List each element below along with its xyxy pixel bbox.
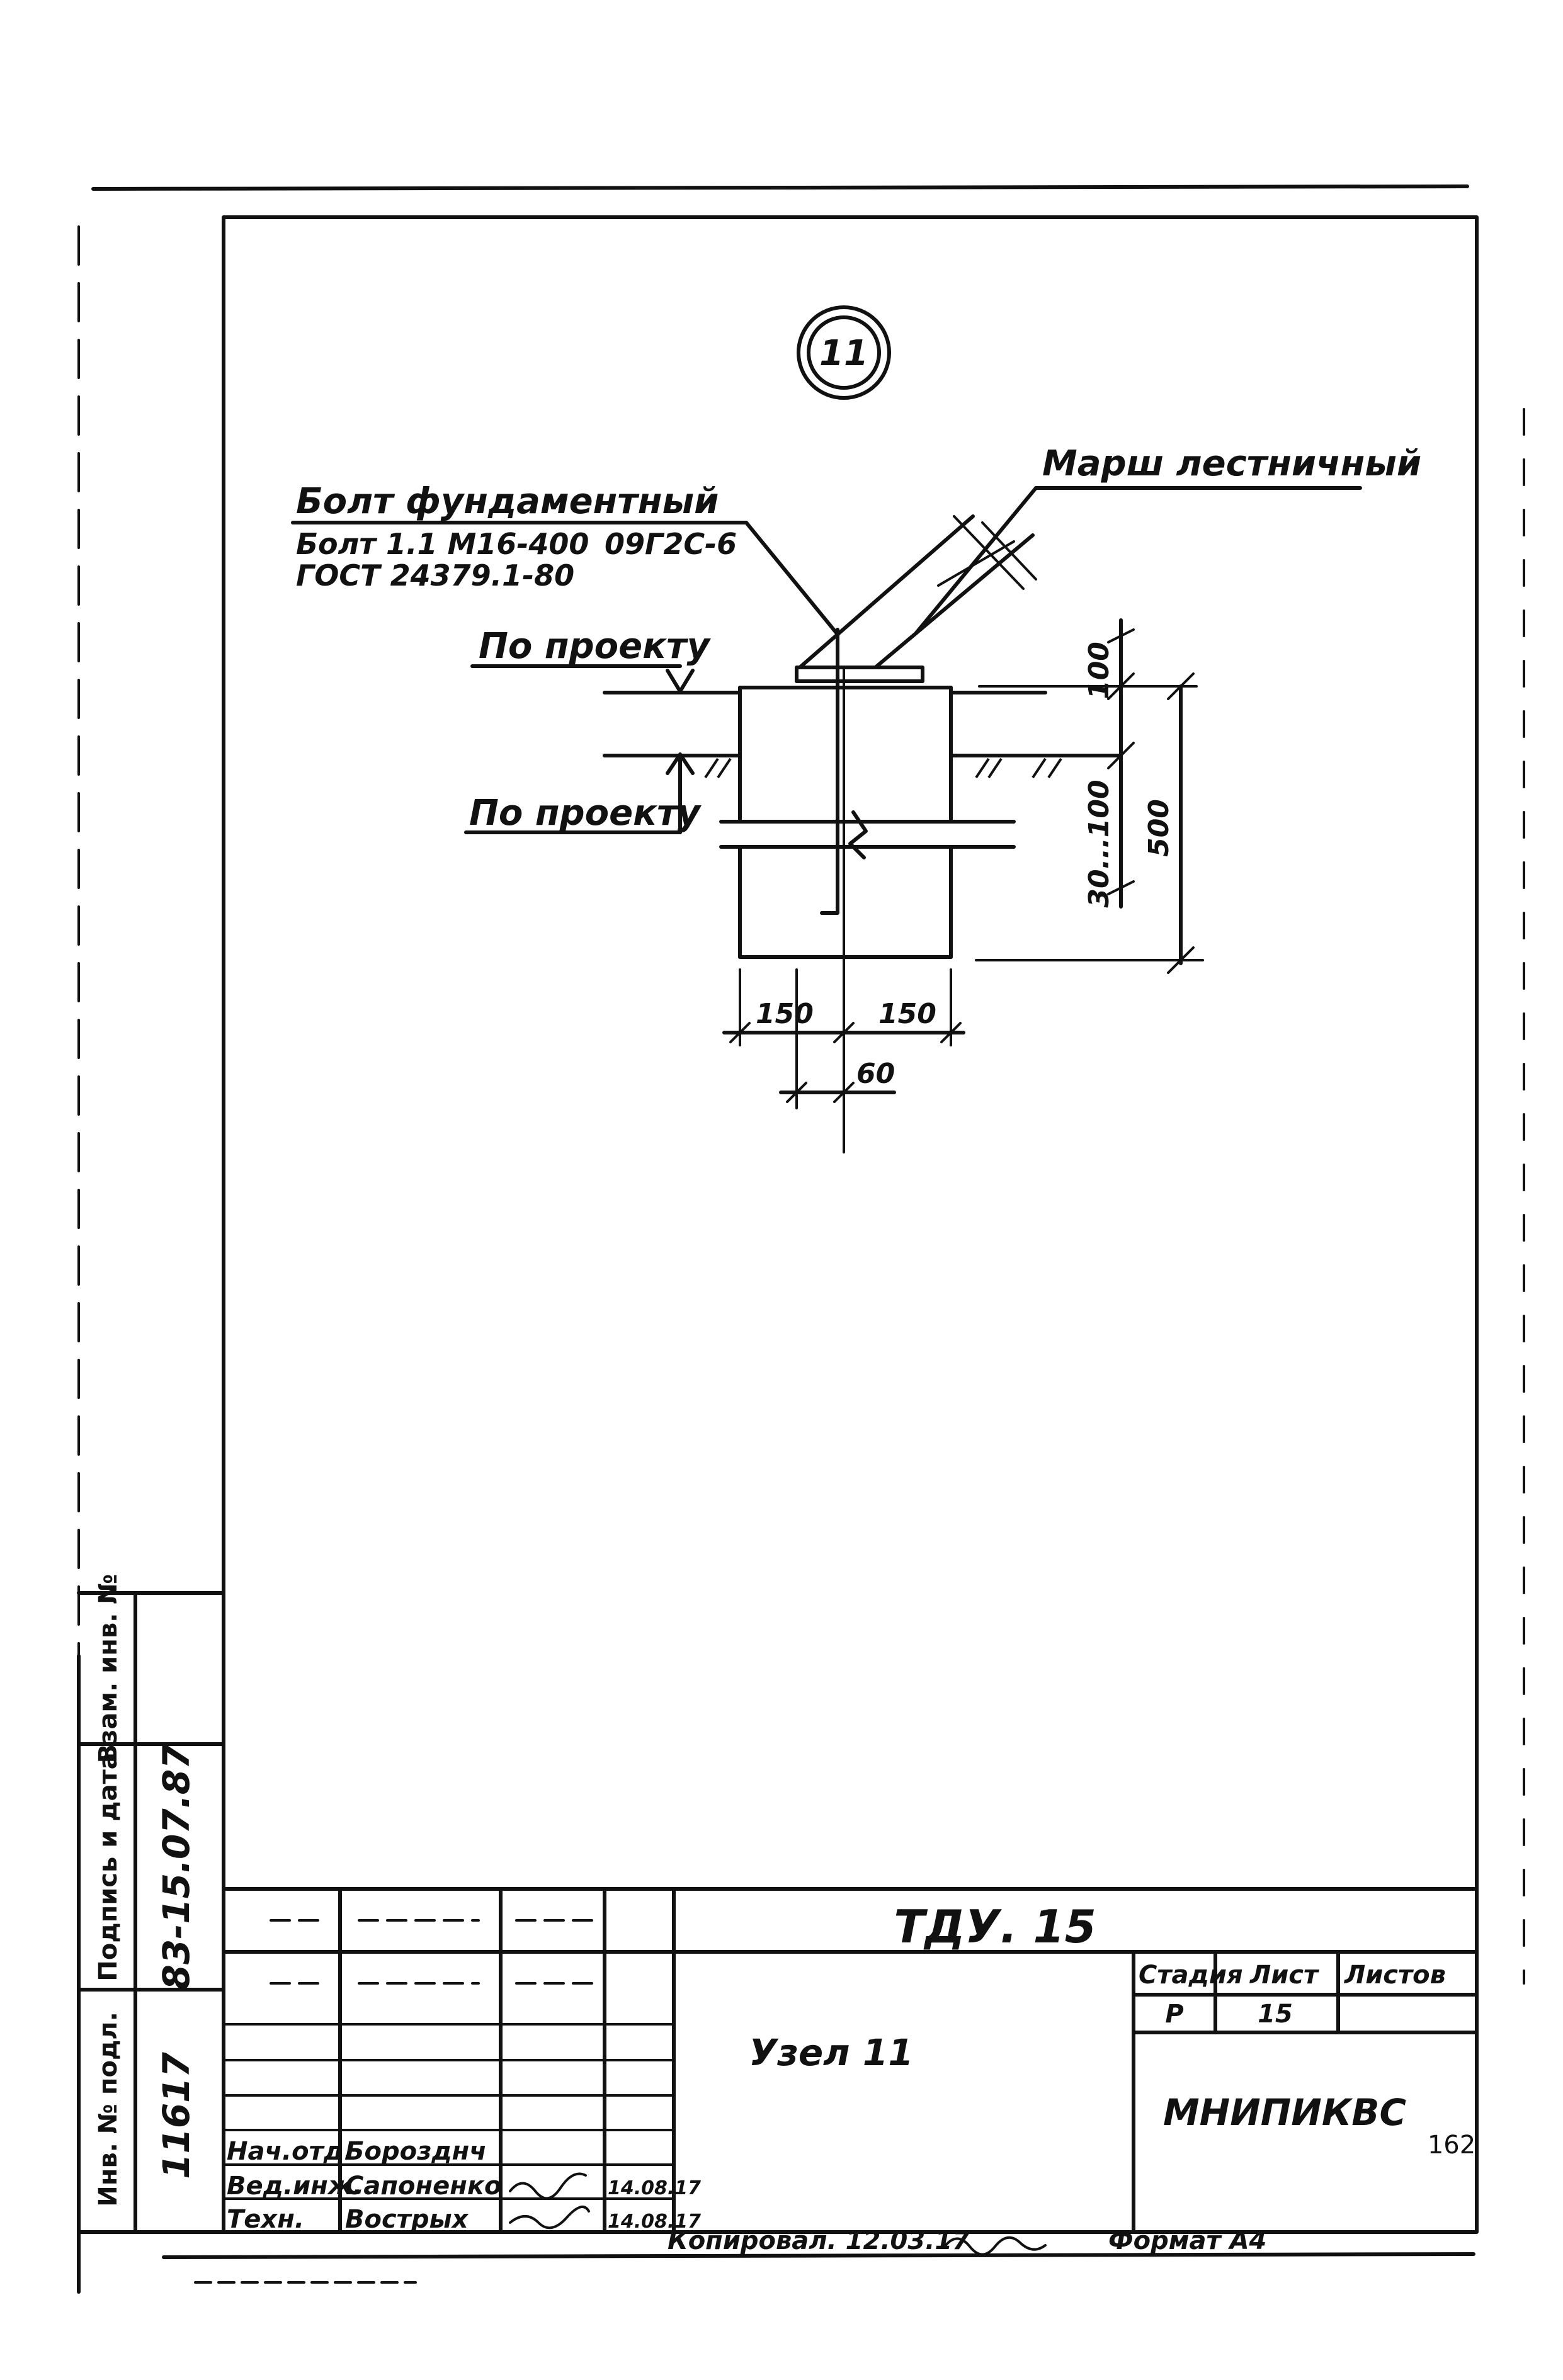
role-head: Нач.отд.: [227, 2137, 353, 2166]
stair-flight: [798, 514, 1037, 669]
ground-line: [603, 754, 1123, 779]
side-stamp: [77, 1591, 225, 2234]
dim-left-label: 150: [756, 998, 814, 1030]
dim-vertical-inner: 100 30...100: [978, 618, 1198, 909]
dim-vertical-outer: 500: [975, 672, 1204, 974]
drawing-frame: [222, 215, 1479, 2234]
stair-leader: [914, 486, 1038, 635]
stage-value: Р: [1165, 2000, 1183, 2029]
name-lead: Сапоненко: [345, 2172, 502, 2201]
level-bottom-label: По проекту: [469, 793, 702, 834]
bolt-spec-line1: Болт 1.1 М16-400: [296, 527, 589, 561]
copied-note: Копировал. 12.03.17: [668, 2226, 970, 2255]
footer-rule: [162, 2252, 1475, 2259]
sign-label: Подпись и дата: [94, 1752, 123, 1981]
page-number: 162: [1428, 2131, 1475, 2160]
foundation: [719, 686, 1016, 959]
dim-embed-label: 30...100: [1083, 779, 1115, 907]
role-tech: Техн.: [227, 2205, 304, 2234]
date-tech: 14.08.17: [608, 2211, 701, 2233]
anchor-bolt: [820, 628, 845, 1153]
copier-signature: [943, 2236, 1047, 2256]
sheets-header: Листов: [1344, 1961, 1446, 1990]
sheet-header: Лист: [1249, 1961, 1320, 1990]
dim-horizontal: 150 150 60: [722, 968, 965, 1109]
level-top: По проекту: [470, 626, 1047, 694]
format-note: Формат А4: [1108, 2226, 1266, 2255]
stage-header: Стадия: [1139, 1961, 1243, 1990]
dim-right-label: 150: [878, 998, 936, 1030]
dim-top-label: 100: [1083, 642, 1115, 700]
title-block: [222, 1887, 1479, 2234]
signature-tech: [509, 2205, 590, 2230]
signature-lead: [509, 2172, 587, 2200]
sign-value: 83-15.07.87: [155, 1743, 198, 1990]
org-name: МНИПИКВС: [1163, 2091, 1406, 2134]
sheet-name: Узел 11: [749, 2031, 913, 2074]
name-head: Борозднч: [345, 2137, 487, 2166]
bolt-spec-line2: ГОСТ 24379.1-80: [296, 558, 574, 592]
inv-value: 11617: [155, 2051, 198, 2179]
date-lead: 14.08.17: [608, 2177, 701, 2199]
level-bottom: По проекту: [464, 752, 702, 834]
sheet-value: 15: [1258, 2000, 1293, 2029]
node-number: 11: [819, 333, 868, 374]
dim-offset-label: 60: [856, 1058, 895, 1090]
bolt-leader-line: [744, 521, 838, 635]
doc-code: ТДУ. 15: [894, 1900, 1096, 1953]
base-plate: [795, 666, 924, 683]
top-rule: [91, 184, 1469, 191]
node-marker: 11: [797, 305, 891, 400]
dim-total-label: 500: [1143, 799, 1175, 857]
bolt-steel: 09Г2С-6: [605, 527, 737, 561]
level-top-label: По проекту: [479, 626, 712, 667]
swap-label: Взам. инв. №: [94, 1574, 123, 1764]
role-lead: Вед.инж.: [227, 2172, 363, 2201]
inv-label: Инв. № подл.: [94, 2012, 123, 2207]
name-tech: Вострых: [345, 2205, 469, 2234]
bolt-title: Болт фундаментный: [296, 481, 719, 522]
stair-label: Марш лестничный: [1042, 443, 1421, 484]
